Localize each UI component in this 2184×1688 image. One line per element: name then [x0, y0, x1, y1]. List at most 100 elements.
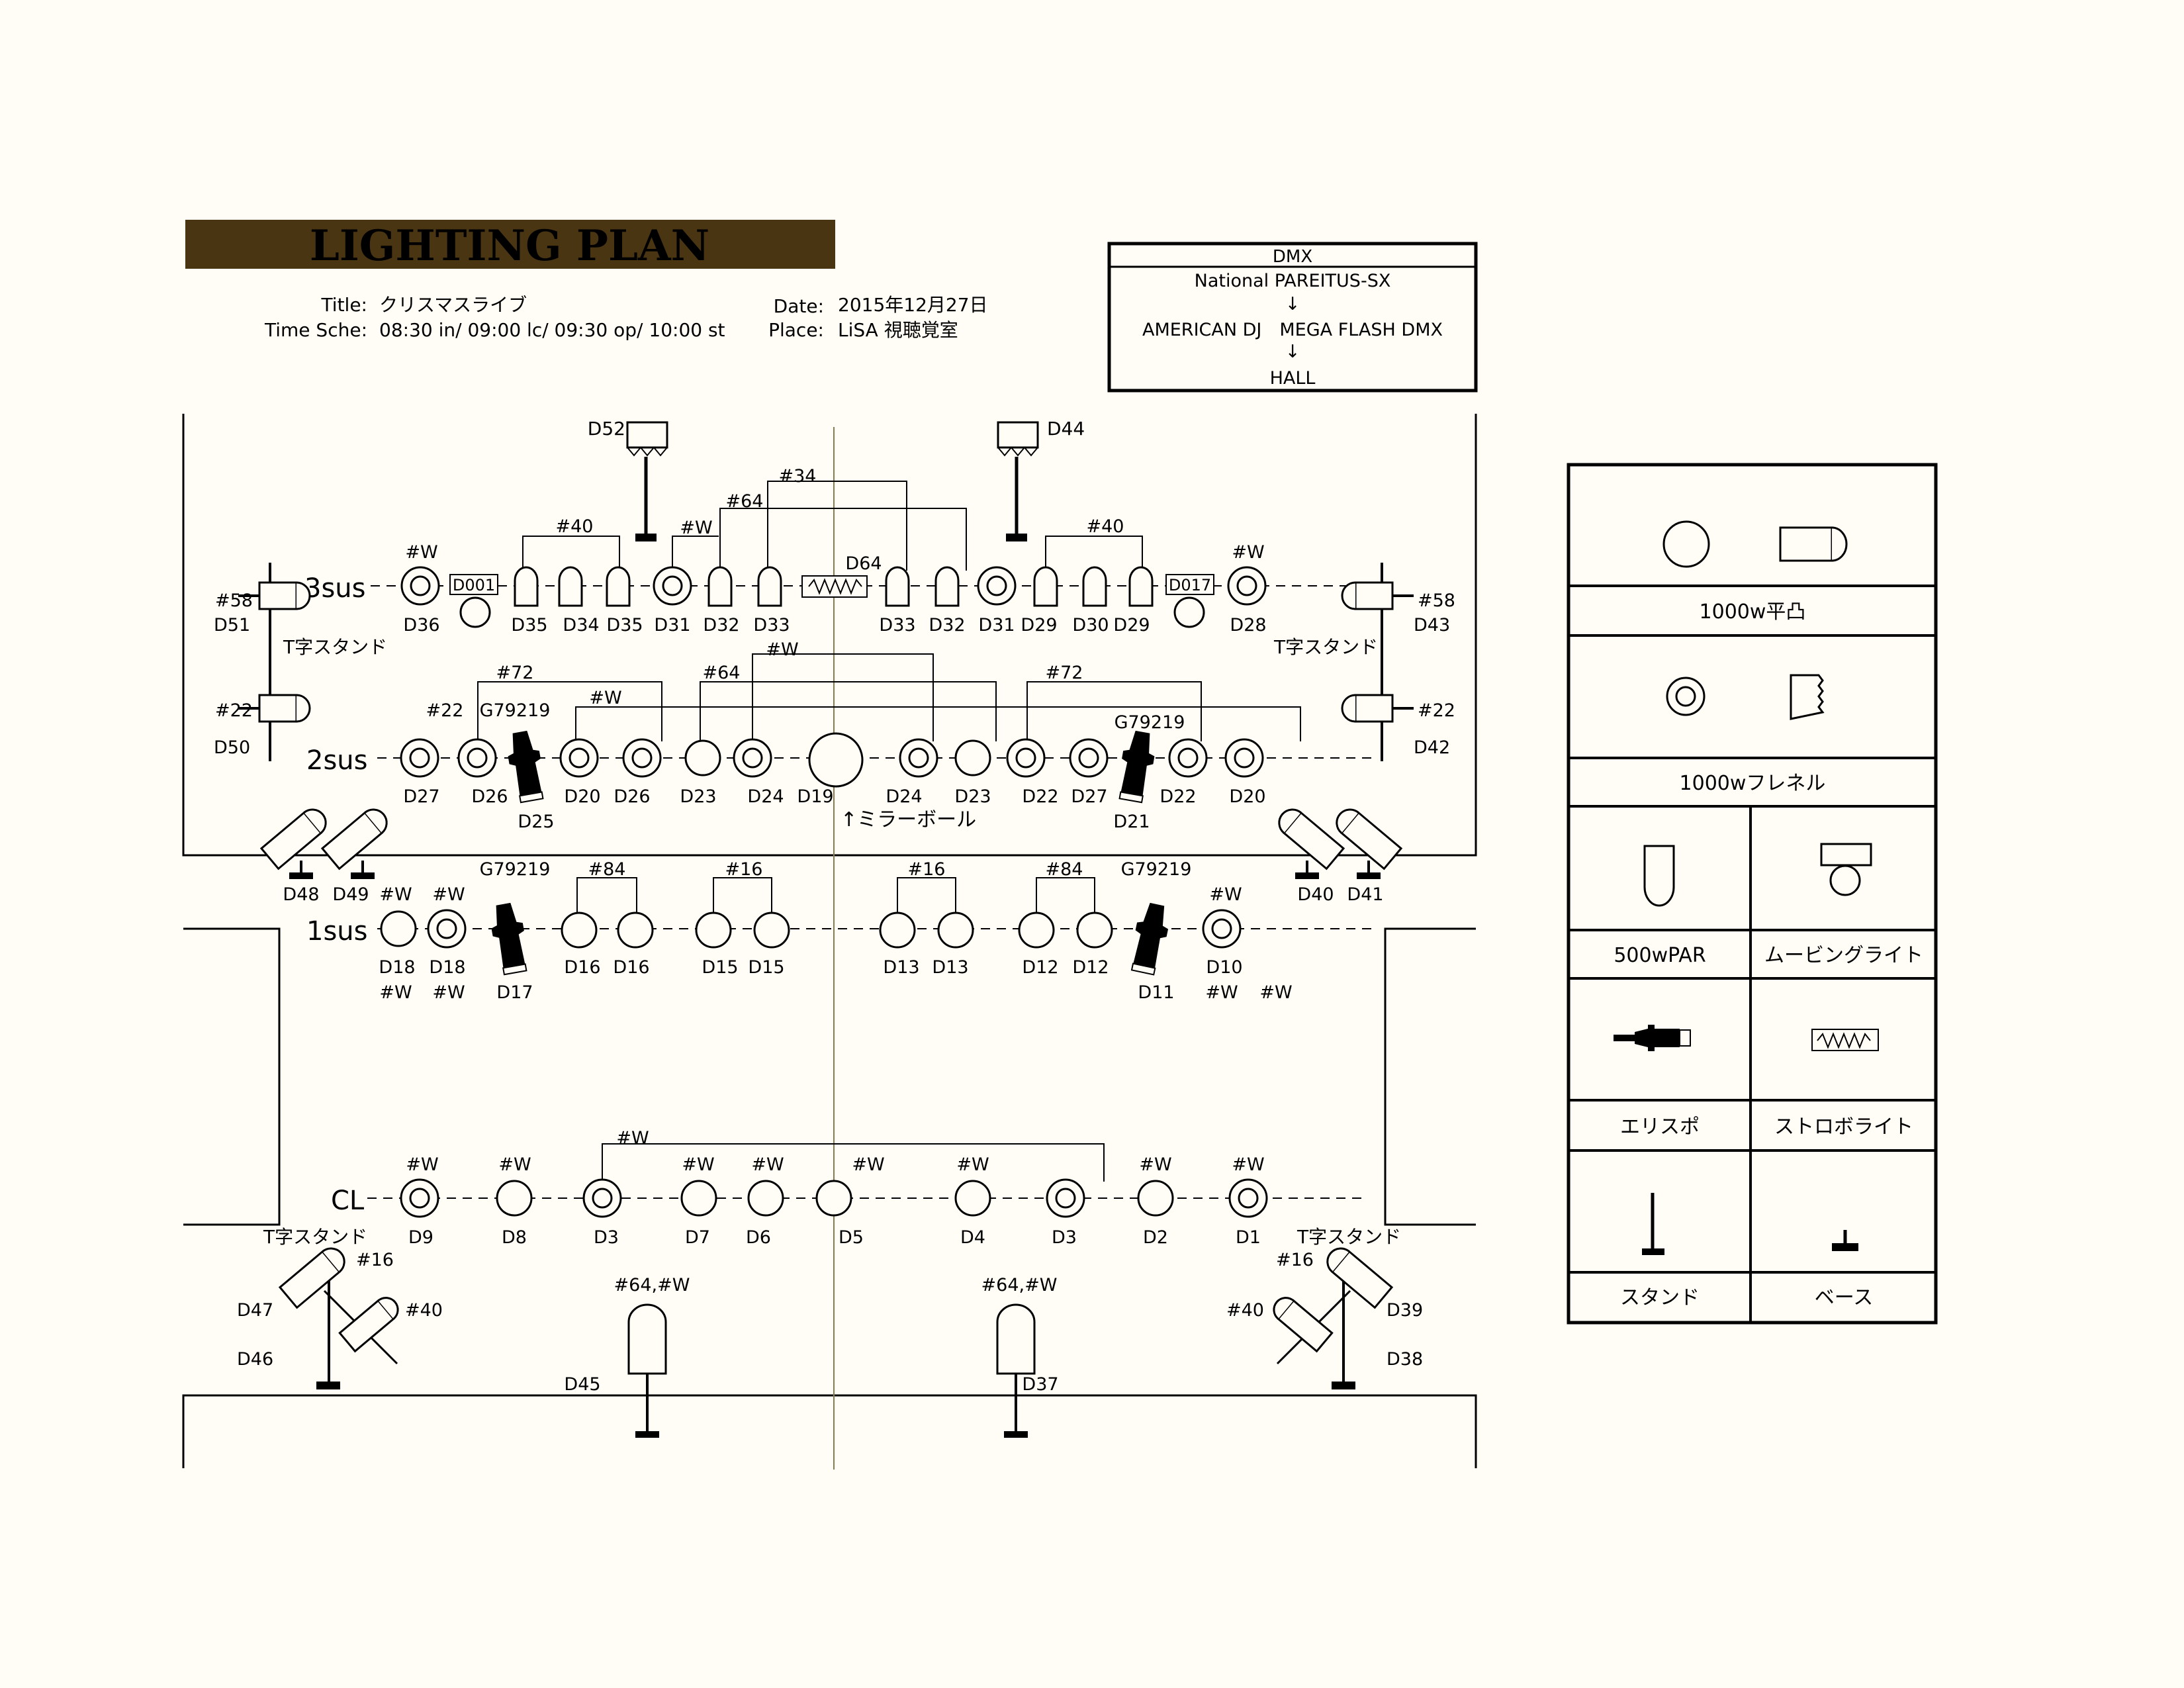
row-label-3sus: 3sus: [304, 573, 365, 604]
dimmer-label: D29: [1021, 615, 1057, 635]
dmx-line2: AMERICAN DJ MEGA FLASH DMX: [1142, 320, 1443, 340]
dimmer-label: D24: [747, 786, 784, 807]
gel-64-2sus: #64: [703, 663, 741, 683]
fixtures-1sus: [380, 900, 1242, 976]
tstand-left-3sus: T字スタンド: [283, 636, 387, 658]
date-label: Date:: [774, 295, 824, 317]
row-label-2sus: 2sus: [306, 745, 367, 776]
gel-40-left: #40: [556, 516, 594, 537]
gel-label: #W: [1139, 1154, 1171, 1175]
dmx-box: DMX National PAREITUS-SX ↓ AMERICAN DJ M…: [1107, 242, 1478, 393]
dimmer-label: D12: [1022, 957, 1058, 978]
time-label: Time Sche:: [264, 319, 367, 341]
gel-84-left: #84: [588, 859, 626, 880]
circuit-brackets-2sus: [477, 653, 1301, 741]
banner: [185, 220, 835, 269]
legend-moving: ムービングライト: [1764, 944, 1923, 967]
gel-16-bottom-left: #16: [356, 1250, 394, 1270]
circuit-bracket-cl: [602, 1143, 1105, 1182]
label-d41: D41: [1347, 884, 1383, 905]
dimmer-label: D15: [702, 957, 738, 978]
tstand-right-3sus: T字スタンド: [1273, 636, 1378, 658]
gel-label: #W: [1232, 1154, 1264, 1175]
dimmer-label: D24: [886, 786, 922, 807]
gel-label: #W: [379, 982, 412, 1003]
label-d11: D11: [1138, 982, 1174, 1003]
gel-g79219-c: G79219: [480, 859, 551, 880]
legend-base: ベース: [1815, 1286, 1874, 1309]
circuit-brackets-3sus: [522, 481, 1143, 571]
dimmer-label: D29: [1113, 615, 1150, 635]
gel-58-right: #58: [1418, 590, 1455, 611]
gel-label: #W: [751, 1154, 784, 1175]
dmx-arrow2: ↓: [1285, 342, 1300, 362]
row-label-cl: CL: [331, 1186, 365, 1216]
dmx-title: DMX: [1273, 247, 1312, 267]
gel-16-left: #16: [725, 859, 763, 880]
gel-label: #W: [1205, 982, 1238, 1003]
gel-58-left: #58: [215, 590, 253, 611]
gel-w-1sus-c: #W: [1209, 884, 1242, 905]
legend-stand: スタンド: [1620, 1286, 1700, 1309]
label-d017: D017: [1169, 576, 1211, 594]
gel-40-bottom-right: #40: [1226, 1300, 1264, 1321]
gel-w-d36: #W: [405, 542, 437, 563]
gel-labels-1sus-bottom: #W #W #W #W: [379, 982, 1292, 1003]
legend: [1567, 463, 1938, 1325]
dimmer-label: D27: [1071, 786, 1107, 807]
dimmer-label: D26: [471, 786, 508, 807]
gel-label: #W: [682, 1154, 714, 1175]
dimmer-labels-1sus: D18 D18 D16 D16 D15 D15 D13 D13 D12 D12 …: [379, 957, 1242, 978]
dimmer-label: D32: [929, 615, 965, 635]
side-stand-right: [1341, 563, 1415, 761]
dimmer-label: D18: [429, 957, 465, 978]
title-value: クリスマスライブ: [379, 294, 527, 316]
dimmer-label: D32: [703, 615, 739, 635]
dimmer-label: D3: [1052, 1227, 1077, 1248]
moving-light-d44: [997, 421, 1039, 541]
dimmer-labels-3sus: D36 D35 D34 D35 D31 D32 D33 D33 D32 D31 …: [403, 615, 1266, 635]
dimmer-label: D33: [879, 615, 915, 635]
dimmer-label: D20: [1229, 786, 1265, 807]
label-d17: D17: [496, 982, 533, 1003]
dimmer-label: D2: [1143, 1227, 1168, 1248]
gel-22-left: #22: [215, 700, 253, 721]
fixtures-2sus: [400, 728, 1264, 804]
place-value: LiSA 視聴覚室: [838, 319, 958, 341]
gel-64w-left: #64,#W: [614, 1275, 690, 1295]
gel-g79219-a: G79219: [480, 700, 551, 721]
label-d44: D44: [1047, 418, 1085, 440]
label-d47: D47: [237, 1300, 273, 1321]
dimmer-labels-2sus: D27 D26 D20 D26 D23 D24 D19 D24 D23 D22 …: [403, 786, 1265, 807]
gel-64w-right: #64,#W: [981, 1275, 1058, 1295]
dimmer-labels-cl: D9 D8 D3 D7 D6 D5 D4 D3 D2 D1: [408, 1227, 1261, 1248]
dimmer-label: D10: [1206, 957, 1242, 978]
gel-label: #W: [852, 1154, 884, 1175]
dimmer-label: D28: [1230, 615, 1266, 635]
dimmer-label: D19: [797, 786, 833, 807]
banner-title: LIGHTING PLAN: [310, 221, 709, 271]
circuit-brackets-1sus: [576, 877, 1095, 915]
dimmer-label: D5: [839, 1227, 864, 1248]
moving-light-d52: [626, 421, 668, 541]
dimmer-label: D30: [1072, 615, 1109, 635]
label-d52: D52: [588, 418, 625, 440]
gel-84-right: #84: [1046, 859, 1083, 880]
gel-40-right: #40: [1087, 516, 1124, 537]
dimmer-label: D22: [1022, 786, 1058, 807]
dimmer-label: D33: [753, 615, 790, 635]
dimmer-label: D3: [594, 1227, 619, 1248]
label-d51: D51: [214, 615, 250, 635]
dmx-line3: HALL: [1270, 368, 1316, 389]
label-d64: D64: [845, 553, 882, 574]
legend-par: 500wPAR: [1614, 944, 1706, 967]
gel-label: #W: [956, 1154, 989, 1175]
dimmer-label: D15: [748, 957, 784, 978]
label-d49: D49: [332, 884, 369, 905]
dimmer-label: D22: [1160, 786, 1196, 807]
legend-ellipsoidal: エリスポ: [1620, 1115, 1700, 1139]
dimmer-label: D35: [511, 615, 547, 635]
date-value: 2015年12月27日: [838, 294, 988, 316]
gel-label: #W: [1259, 982, 1292, 1003]
fixtures-3sus: [400, 566, 1267, 628]
